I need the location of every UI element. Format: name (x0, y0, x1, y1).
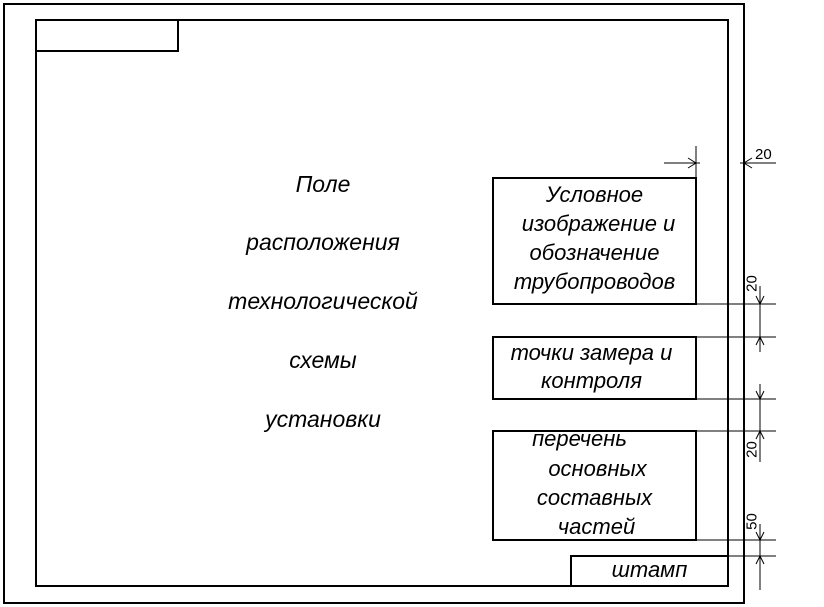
legend-line-4: трубопроводов (513, 269, 676, 294)
parts-line-1: перечень (532, 426, 627, 451)
parts-line-2: основных (548, 456, 647, 481)
parts-line-3: составных (536, 485, 653, 510)
field-line-2: расположения (246, 229, 400, 255)
measure-line-2: контроля (541, 368, 642, 393)
stamp-label: штамп (611, 557, 688, 582)
dim-gap-2: 20 (743, 441, 761, 458)
parts-box (492, 430, 697, 541)
legend-line-3: обозначение (529, 240, 660, 265)
stamp-box (570, 555, 729, 587)
field-line-3: технологической (228, 288, 418, 314)
dimension-lines (664, 146, 776, 590)
measure-line-1: точки замера и (510, 340, 673, 365)
dim-top-offset: 20 (755, 146, 772, 163)
dim-gap-1: 20 (743, 275, 761, 292)
legend-line-1: Условное (545, 182, 644, 207)
field-line-1: Поле (295, 171, 351, 197)
field-line-4: схемы (289, 347, 357, 373)
parts-line-4: частей (557, 514, 636, 539)
field-line-5: установки (265, 406, 381, 432)
corner-cell (35, 19, 179, 52)
measure-box (492, 336, 697, 400)
legend-line-2: изображение и (521, 211, 676, 236)
inner-frame (35, 19, 729, 587)
legend-box (492, 177, 697, 305)
dim-stamp-gap: 50 (743, 513, 761, 530)
